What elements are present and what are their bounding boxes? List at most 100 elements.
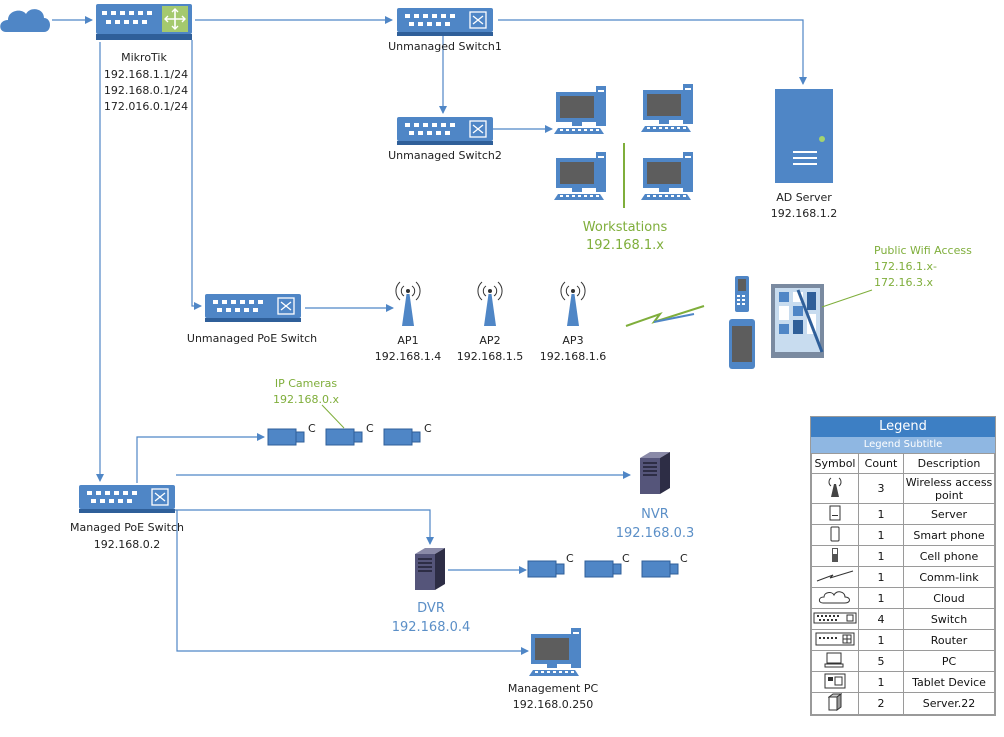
legend-description: Server.22 [903,692,995,715]
legend-row: 4 Switch [811,608,995,630]
legend-description: Tablet Device [903,671,995,693]
router-icon [811,629,859,651]
nvr-ip: 192.168.0.3 [616,526,695,541]
workstations-ip: 192.168.1.x [586,238,664,253]
public-wifi-label: Public Wifi Access [874,244,972,257]
ip-cameras-ip: 192.168.0.x [273,393,339,406]
dvr-ip: 192.168.0.4 [392,620,471,635]
ap2-icon [477,281,503,327]
camera-letter: C [424,422,432,435]
legend-header-count: Count [858,453,904,474]
legend-description: Switch [903,608,995,630]
dvr-camera-icon [641,560,679,578]
management-pc-icon [529,628,581,676]
ad-server-ip: 192.168.1.2 [771,207,837,220]
legend-row: 1 Smart phone [811,524,995,546]
smart-phone-icon [729,319,755,369]
ip-camera-icon [267,428,305,446]
ap1-ip: 192.168.1.4 [375,350,441,363]
legend-description: Cell phone [903,545,995,567]
legend-row: 3 Wireless access point [811,473,995,504]
router-name: MikroTik [121,51,167,64]
legend-header-symbol: Symbol [811,453,859,474]
server-icon [811,503,859,525]
switch-icon [811,608,859,630]
legend-header-description: Description [903,453,995,474]
ap1-label: AP1 [397,334,418,347]
tablet-icon [811,671,859,693]
pc-icon [811,650,859,672]
tablet-icon [771,284,824,358]
ap3-label: AP3 [562,334,583,347]
comm-link-icon [811,566,859,588]
mgmt-pc-label: Management PC [508,682,599,695]
legend-count: 3 [858,473,904,504]
legend-count: 1 [858,545,904,567]
legend-row: 1 Server [811,503,995,525]
legend-description: Smart phone [903,524,995,546]
public-wifi-range-start: 172.16.1.x- [874,260,937,273]
nvr-server-icon [640,452,670,494]
workstation-pc-icon [554,86,606,134]
cloud-icon [811,587,859,609]
smart-phone-icon [811,524,859,546]
cell-phone-icon [735,276,749,312]
unmanaged-poe-switch-icon [204,293,302,323]
legend-row: 2 Server.22 [811,692,995,715]
camera-letter: C [308,422,316,435]
managed-poe-switch-icon [78,484,176,514]
legend-table: Symbol Count Description 3 Wireless acce… [811,453,995,715]
ap1-icon [395,281,421,327]
ip-camera-icon [325,428,363,446]
legend-description: PC [903,650,995,672]
dvr-server-icon [415,548,445,590]
legend-count: 1 [858,671,904,693]
camera-letter: C [366,422,374,435]
legend-row: 1 Tablet Device [811,671,995,693]
comm-link-icon [625,305,705,327]
legend-description: Cloud [903,587,995,609]
managed-poe-ip: 192.168.0.2 [94,538,160,551]
public-wifi-range-end: 172.16.3.x [874,276,933,289]
legend-count: 5 [858,650,904,672]
dvr-camera-icon [527,560,565,578]
workstation-pc-icon [641,84,693,132]
mgmt-pc-ip: 192.168.0.250 [513,698,593,711]
legend-description: Router [903,629,995,651]
router-ip-1: 192.168.1.1/24 [104,68,188,81]
camera-letter: C [680,552,688,565]
ip-camera-icon [383,428,421,446]
ap3-icon [560,281,586,327]
unmanaged-switch1-icon [396,7,494,37]
switch2-label: Unmanaged Switch2 [388,149,502,162]
legend-subtitle: Legend Subtitle [811,437,995,453]
legend-count: 1 [858,587,904,609]
legend-row: 5 PC [811,650,995,672]
cell-phone-icon [811,545,859,567]
workstation-pc-icon [554,152,606,200]
camera-letter: C [566,552,574,565]
legend-description: Comm-link [903,566,995,588]
router-ip-3: 172.016.0.1/24 [104,100,188,113]
legend-description: Server [903,503,995,525]
router-ip-2: 192.168.0.1/24 [104,84,188,97]
legend-count: 1 [858,629,904,651]
wireless-ap-icon [811,473,859,504]
dvr-label: DVR [417,601,445,616]
ad-server-icon [775,89,833,183]
legend-count: 4 [858,608,904,630]
cloud-icon [0,9,51,33]
legend-row: 1 Router [811,629,995,651]
legend-description: Wireless access point [903,473,995,504]
legend-title: Legend [811,417,995,437]
camera-letter: C [622,552,630,565]
nvr-label: NVR [641,507,669,522]
legend-panel: Legend Legend Subtitle Symbol Count Desc… [810,416,996,716]
legend-row: 1 Cloud [811,587,995,609]
switch1-label: Unmanaged Switch1 [388,40,502,53]
unmanaged-switch2-icon [396,116,494,146]
server22-icon [811,692,859,715]
workstation-pc-icon [641,152,693,200]
ip-cameras-label: IP Cameras [275,377,338,390]
